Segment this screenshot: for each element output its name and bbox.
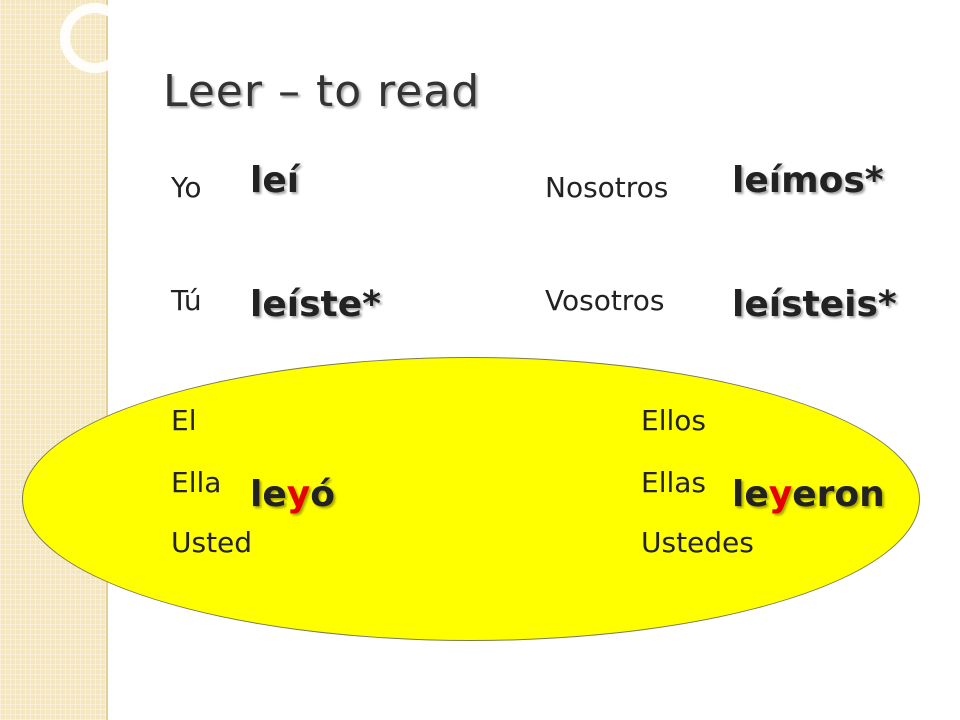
conjugation-yo: leí bbox=[250, 160, 300, 201]
decorative-circles bbox=[60, 3, 260, 260]
sidebar-texture bbox=[0, 0, 108, 720]
pronoun-nosotros: Nosotros bbox=[545, 171, 669, 204]
pronoun-ustedes: Ustedes bbox=[641, 526, 754, 559]
conj-suffix: eron bbox=[792, 474, 885, 515]
conjugation-nosotros: leímos* bbox=[732, 160, 884, 201]
conjugation-el-ella-usted: leyó bbox=[250, 474, 335, 515]
slide-title: Leer – to read bbox=[163, 66, 481, 117]
sidebar-divider bbox=[106, 0, 108, 720]
conj-prefix: le bbox=[732, 474, 769, 515]
pronoun-vosotros: Vosotros bbox=[545, 284, 665, 317]
conj-highlight-letter: y bbox=[768, 474, 793, 515]
conjugation-ellos-ellas-ustedes: leyeron bbox=[732, 474, 885, 515]
pronoun-ella: Ella bbox=[171, 466, 222, 499]
pronoun-ellos: Ellos bbox=[641, 404, 706, 437]
pronoun-el: El bbox=[171, 404, 197, 437]
conj-suffix: ó bbox=[310, 474, 335, 515]
highlight-oval bbox=[22, 357, 920, 641]
pronoun-ellas: Ellas bbox=[641, 466, 706, 499]
conjugation-tu: leíste* bbox=[250, 284, 381, 325]
conjugation-vosotros: leísteis* bbox=[732, 284, 897, 325]
pronoun-tu: Tú bbox=[171, 284, 202, 317]
pronoun-yo: Yo bbox=[171, 171, 202, 204]
pronoun-usted: Usted bbox=[171, 526, 253, 559]
conj-prefix: le bbox=[250, 474, 287, 515]
conj-highlight-letter: y bbox=[286, 474, 311, 515]
